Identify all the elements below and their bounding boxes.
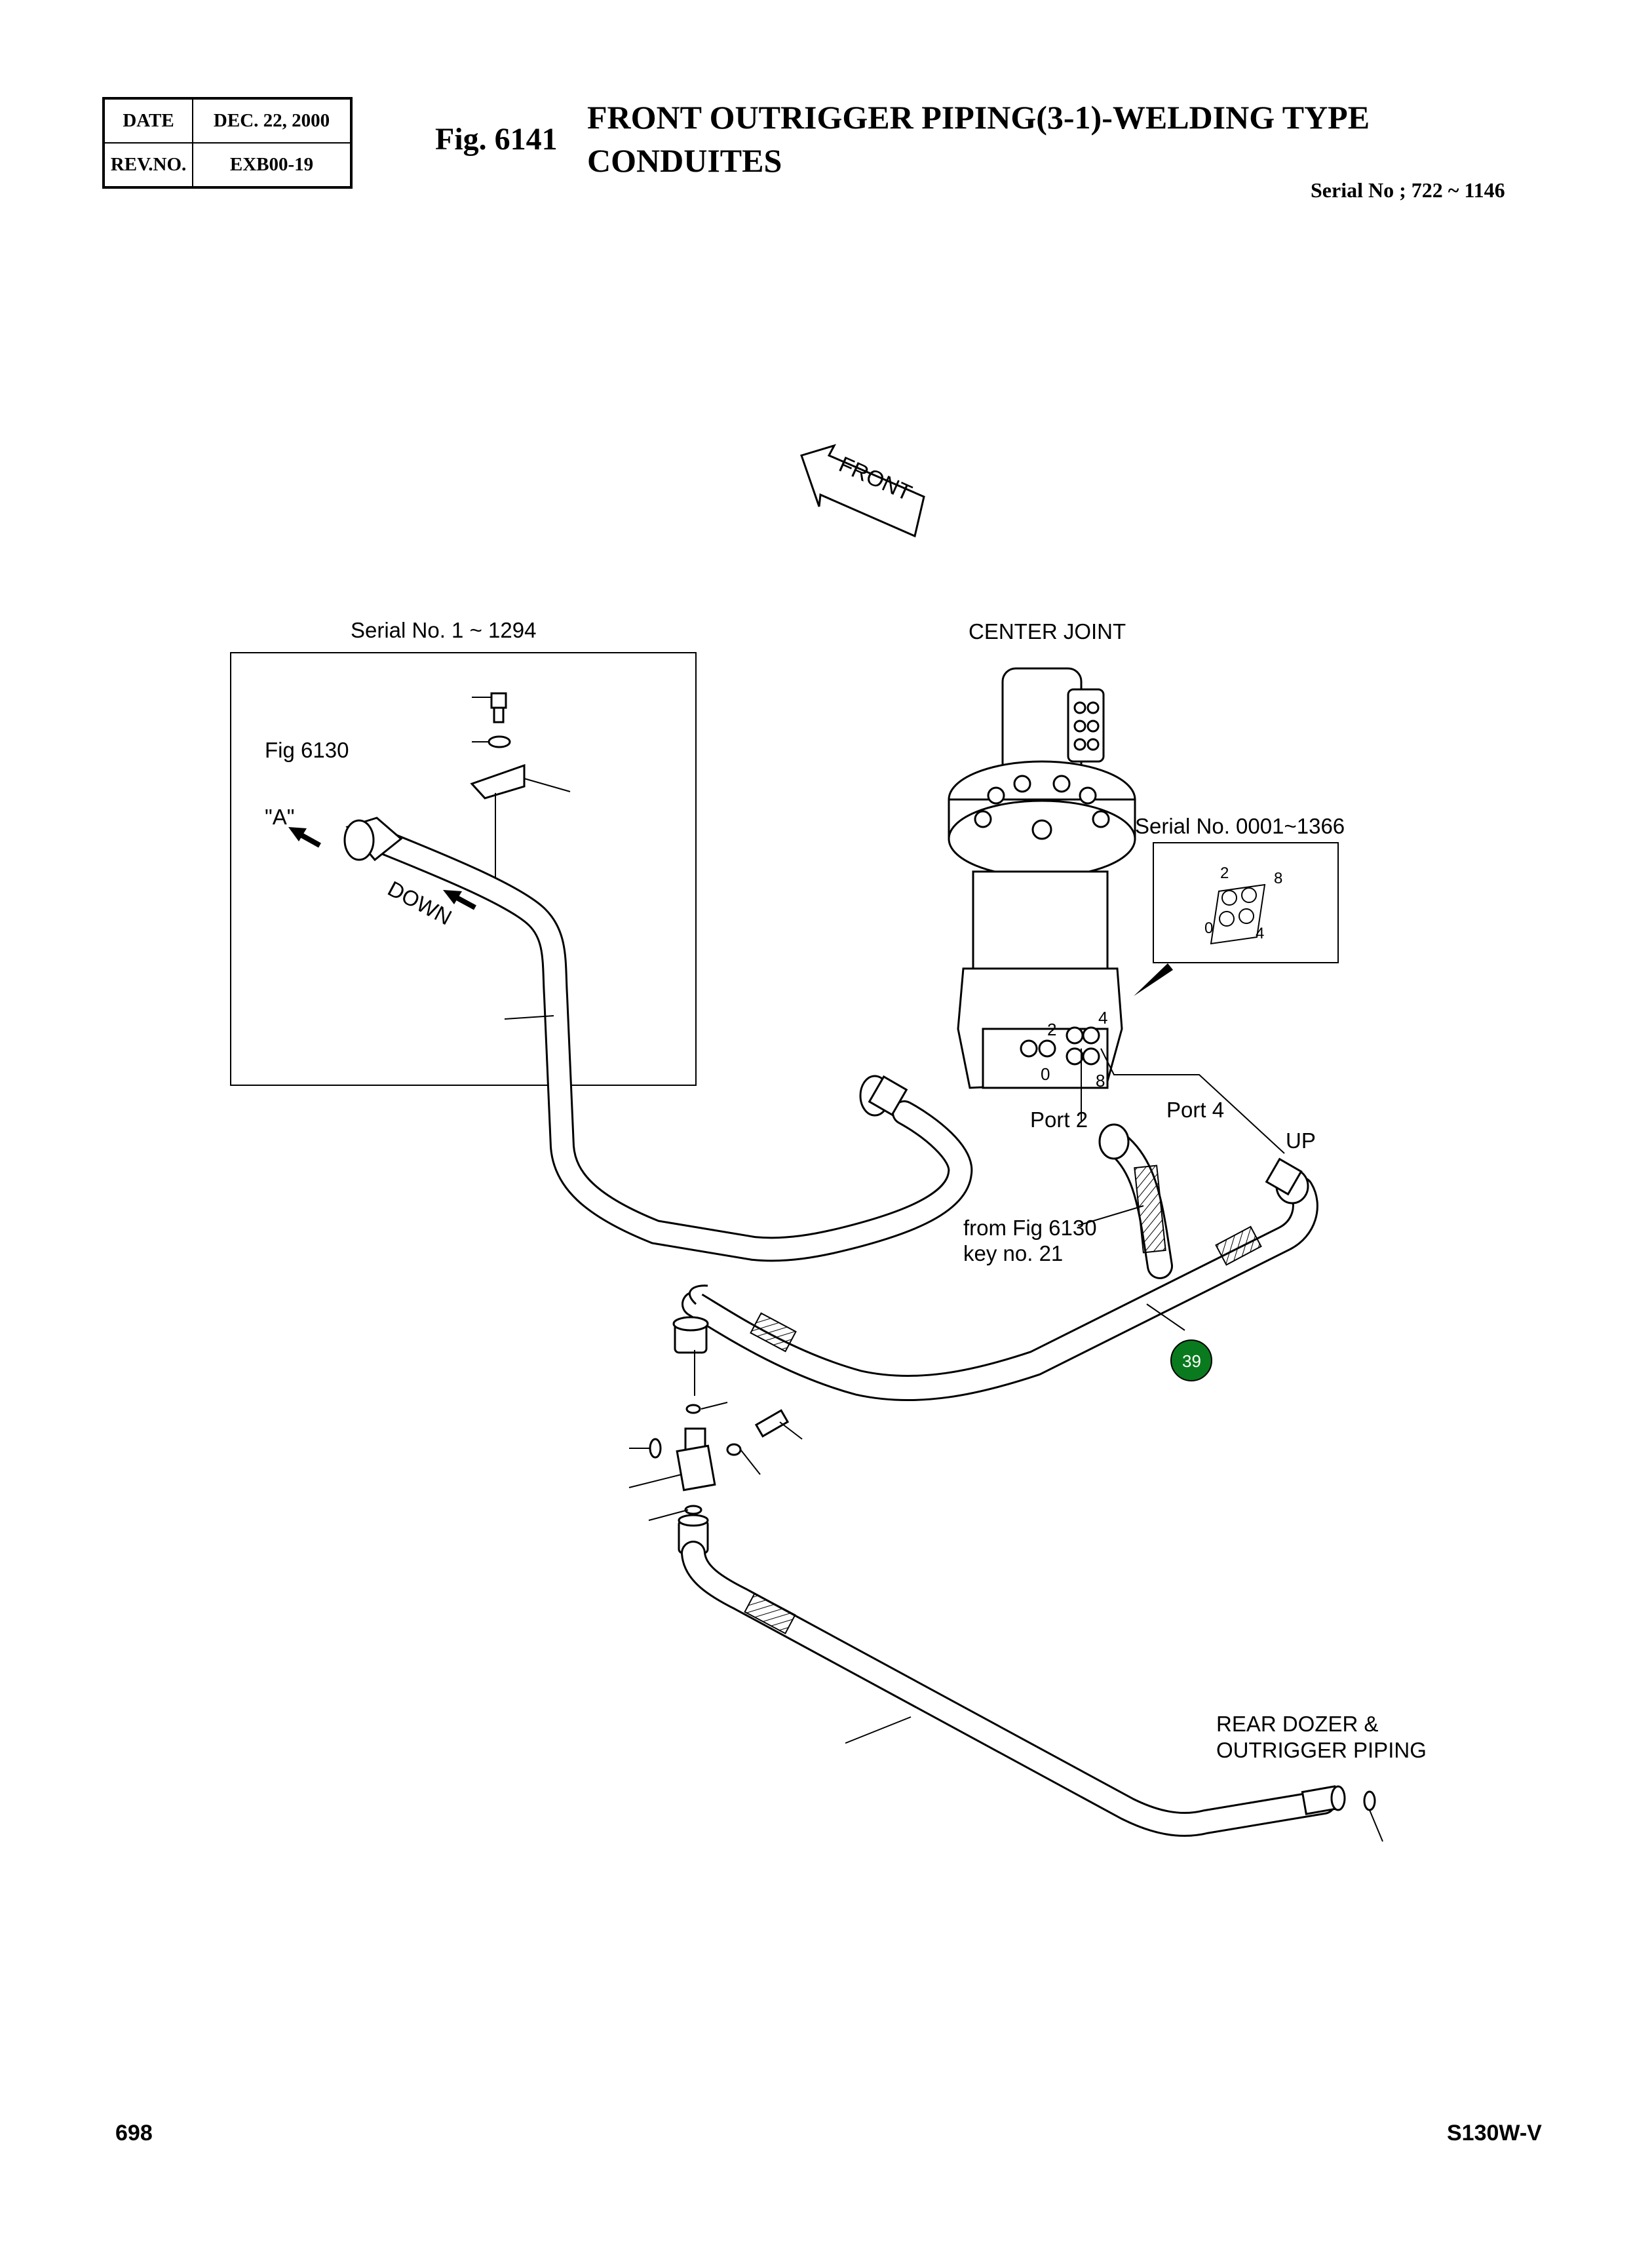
- port-2-label: Port 2: [1030, 1107, 1088, 1132]
- date-value: DEC. 22, 2000: [192, 98, 352, 144]
- page-number: 698: [115, 2121, 153, 2146]
- rev-label: REV.NO.: [102, 142, 194, 188]
- rear-fitting-icon: [1301, 1785, 1376, 1815]
- inset-down-label: DOWN: [384, 876, 456, 930]
- bolt-icon: [470, 692, 526, 799]
- model-code: S130W-V: [1447, 2121, 1542, 2146]
- inset-serial-label: Serial No. 1 ~ 1294: [351, 618, 536, 642]
- figure-number: Fig. 6141: [435, 122, 558, 157]
- front-arrow: FRONT: [800, 444, 925, 538]
- port-4-label: Port 4: [1166, 1098, 1224, 1122]
- elbow-fitting-icon: [343, 817, 403, 862]
- figure-title-line2: CONDUITES: [587, 142, 782, 179]
- port-detail-serial: Serial No. 0001~1366: [1135, 814, 1345, 838]
- joint-port-2: 2: [1047, 1020, 1056, 1039]
- hose-sleeve: [1134, 1165, 1166, 1254]
- rev-value: EXB00-19: [192, 142, 352, 188]
- callout-39-label: 39: [1182, 1351, 1201, 1371]
- figure-title-line1: FRONT OUTRIGGER PIPING(3-1)-WELDING TYPE: [587, 99, 1370, 136]
- port2-fitting-icon: [1098, 1123, 1130, 1160]
- from-fig-line1: from Fig 6130: [963, 1216, 1097, 1240]
- callout-39[interactable]: 39: [1170, 1339, 1212, 1381]
- serial-range: Serial No ; 722 ~ 1146: [1311, 178, 1505, 202]
- revision-table: DATE DEC. 22, 2000 REV.NO. EXB00-19: [102, 97, 353, 189]
- joint-port-8: 8: [1096, 1071, 1105, 1090]
- tee-fitting: [649, 1284, 790, 1554]
- inset-view-a: "A": [265, 805, 294, 829]
- up-fitting-icon: [1265, 1157, 1309, 1204]
- up-label: UP: [1286, 1128, 1316, 1153]
- port-detail-0: 0: [1204, 919, 1213, 937]
- joint-port-4: 4: [1098, 1008, 1107, 1028]
- date-label: DATE: [102, 98, 194, 144]
- port-detail-4: 4: [1256, 925, 1264, 942]
- nut-fitting-icon: [859, 1075, 908, 1117]
- port-detail-8: 8: [1274, 870, 1282, 887]
- center-joint-label: CENTER JOINT: [969, 619, 1126, 644]
- port-detail-2: 2: [1220, 864, 1229, 882]
- from-fig-line2: key no. 21: [963, 1241, 1063, 1265]
- inset-fig-ref: Fig 6130: [265, 738, 349, 762]
- port-detail: 2 8 0 4: [1134, 842, 1339, 996]
- hose-sleeve: [744, 1592, 796, 1634]
- inset-detail: Serial No. 1 ~ 1294 Fig 6130 "A" DOWN: [230, 618, 973, 1262]
- joint-port-0: 0: [1041, 1064, 1050, 1084]
- rear-label-line2: OUTRIGGER PIPING: [1216, 1738, 1427, 1762]
- hose-sleeve: [1215, 1225, 1262, 1266]
- hose-sleeve: [750, 1312, 797, 1353]
- rear-label-line1: REAR DOZER &: [1216, 1712, 1379, 1736]
